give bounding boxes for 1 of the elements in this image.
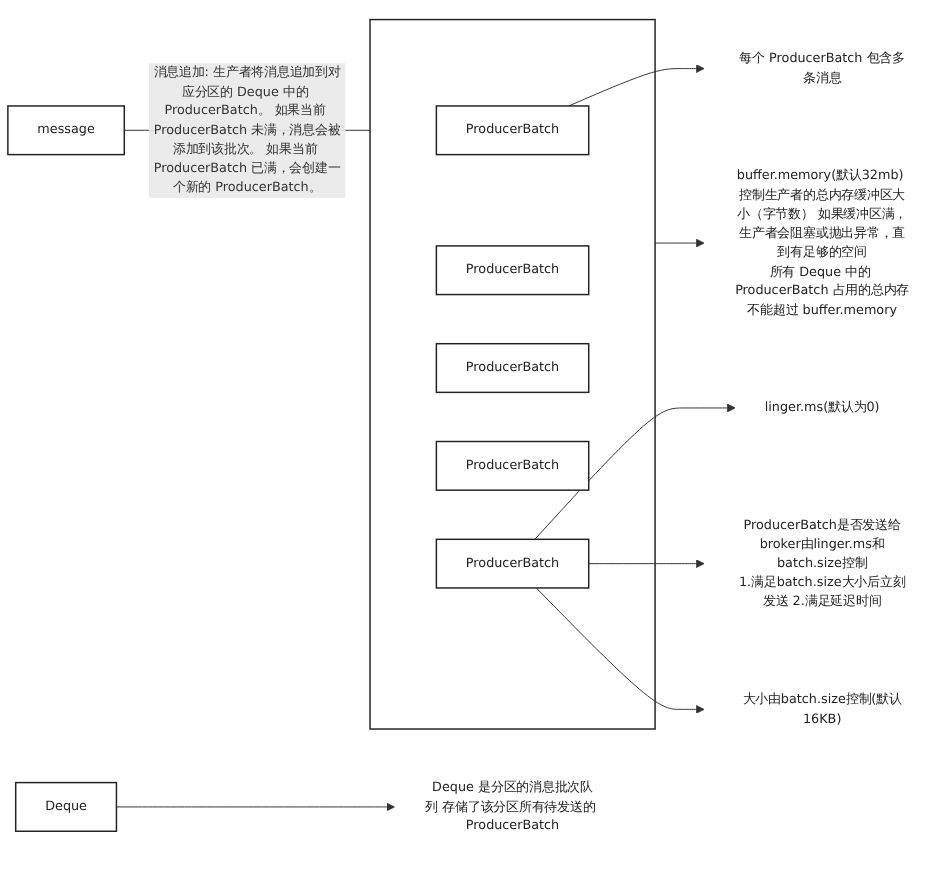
cluster [369,18,656,730]
